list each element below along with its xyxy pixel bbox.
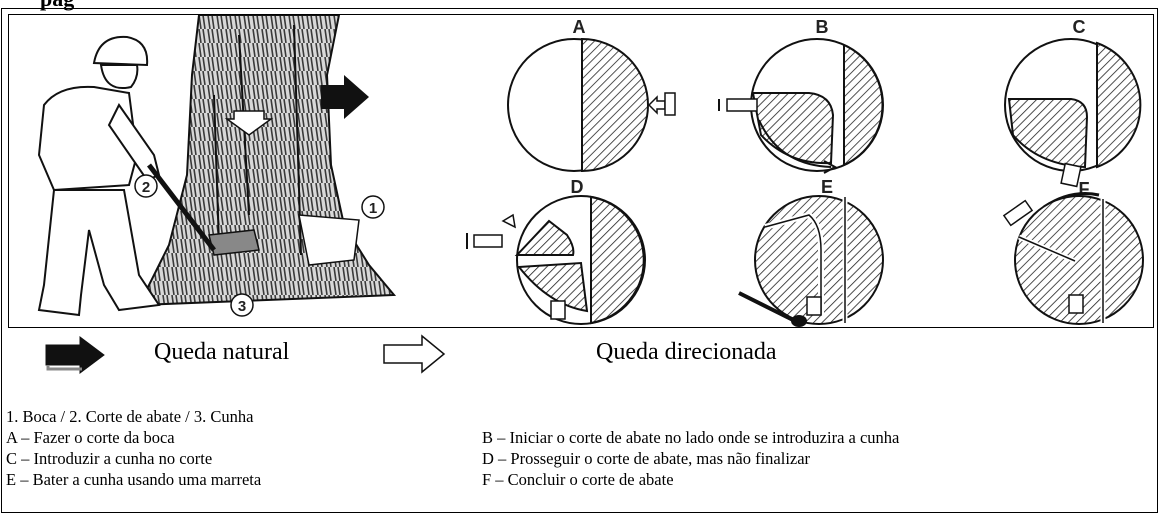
legend-step-f: F – Concluir o corte de abate xyxy=(482,470,674,489)
sledgehammer-handle xyxy=(738,291,796,323)
callout-3: 3 xyxy=(230,293,254,317)
callout-2: 2 xyxy=(134,174,158,198)
panel-f-label: F xyxy=(1079,179,1090,199)
legend-step-e: E – Bater a cunha usando uma marreta xyxy=(6,470,262,489)
callout-3-label: 3 xyxy=(238,298,246,315)
panel-c: C xyxy=(1004,17,1142,188)
figure-box: 1 2 3 A B C D xyxy=(8,14,1154,328)
header-fragment: pág xyxy=(40,0,74,12)
panel-a-label: A xyxy=(573,17,586,37)
page-frame xyxy=(1,8,1158,513)
legend-step-b: B – Iniciar o corte de abate no lado ond… xyxy=(482,428,900,447)
lumberjack-figure xyxy=(37,35,216,317)
panel-b: B xyxy=(718,17,884,174)
callout-2-label: 2 xyxy=(142,179,150,196)
legend-step-a: A – Fazer o corte da boca xyxy=(6,428,175,447)
felling-wedge xyxy=(208,229,260,256)
panel-e: E xyxy=(738,177,884,327)
notch-cut xyxy=(298,214,360,266)
tree-felling-illustration: 1 2 3 A B C D xyxy=(37,15,1144,327)
panel-e-label: E xyxy=(821,177,833,197)
wind-arrow xyxy=(321,75,369,119)
caption-directed-fall: Queda direcionada xyxy=(596,339,777,365)
panel-d-label: D xyxy=(571,177,584,197)
panel-b-label: B xyxy=(816,17,829,37)
panel-f: F xyxy=(1002,179,1144,325)
black-arrow-icon xyxy=(45,336,105,374)
panel-d: D xyxy=(466,177,646,325)
caption-natural-fall: Queda natural xyxy=(154,339,290,365)
callout-1: 1 xyxy=(361,195,385,219)
panel-c-label: C xyxy=(1073,17,1086,37)
legend-step-c: C – Introduzir a cunha no corte xyxy=(6,449,213,468)
callout-1-label: 1 xyxy=(369,200,377,217)
outline-arrow-icon xyxy=(383,334,446,374)
fall-direction-arrow xyxy=(224,110,274,136)
tree-trunk xyxy=(137,15,397,307)
panel-a: A xyxy=(507,17,676,173)
legend-parts: 1. Boca / 2. Corte de abate / 3. Cunha xyxy=(6,407,254,426)
legend-step-d: D – Prosseguir o corte de abate, mas não… xyxy=(482,449,811,468)
